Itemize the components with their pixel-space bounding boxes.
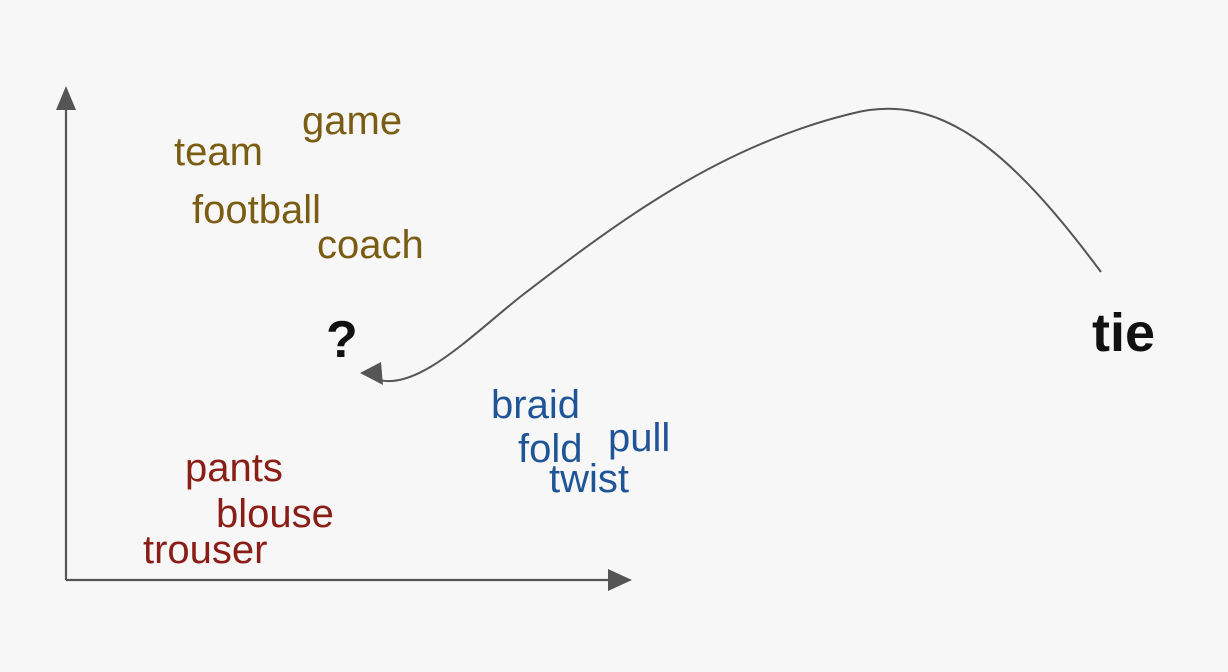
word-pants: pants bbox=[185, 446, 283, 490]
curve-arrow-head bbox=[360, 362, 383, 385]
transformation-curve bbox=[375, 107, 1102, 382]
word-game: game bbox=[302, 99, 403, 143]
word-twist: twist bbox=[549, 457, 629, 501]
x-axis-arrow-head bbox=[608, 569, 632, 591]
word-blouse: blouse bbox=[216, 492, 334, 536]
y-axis-arrow-head bbox=[56, 86, 76, 110]
word-team: team bbox=[174, 130, 263, 174]
word-football: football bbox=[192, 188, 321, 232]
word-braid: braid bbox=[491, 383, 580, 427]
word-pull: pull bbox=[608, 416, 671, 460]
word-coach: coach bbox=[317, 223, 424, 267]
word-trouser: trouser bbox=[143, 528, 268, 572]
query-mark: ? bbox=[326, 311, 358, 369]
word-fold: fold bbox=[518, 427, 583, 471]
target-word-tie: tie bbox=[1092, 303, 1156, 363]
